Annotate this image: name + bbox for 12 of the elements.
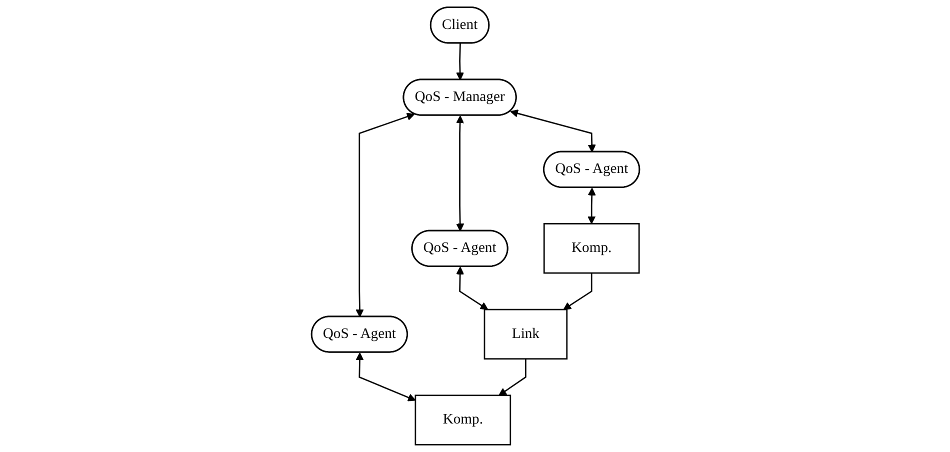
arrow (355, 112, 414, 318)
arrow (456, 43, 464, 80)
arrow (456, 266, 488, 310)
arrow (498, 358, 526, 396)
arrow (355, 352, 416, 402)
arrow (562, 273, 592, 310)
arrow (587, 188, 596, 224)
node-box: Komp. (542, 223, 640, 274)
node-box: Link (483, 308, 568, 360)
arrow (510, 109, 596, 152)
arrow (456, 116, 464, 232)
node-box: Komp. (414, 394, 511, 446)
